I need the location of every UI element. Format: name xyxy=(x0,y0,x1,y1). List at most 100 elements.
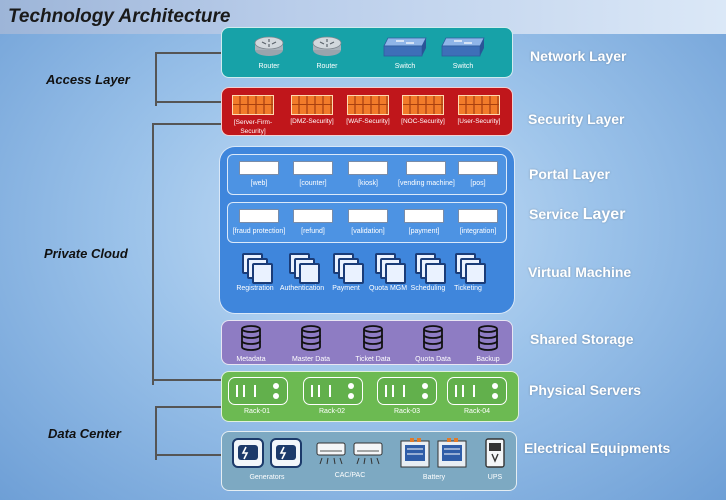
security-item-label: [NOC-Security] xyxy=(401,118,445,125)
vm-layer-label: Virtual Machine xyxy=(528,264,632,280)
cac-pac-label: CAC/PAC xyxy=(334,472,366,479)
firewall-icon xyxy=(347,95,389,115)
firewall-dmz: [DMZ-Security] xyxy=(286,95,338,125)
service-payment: [payment] xyxy=(400,209,448,235)
storage-master-data: Master Data xyxy=(286,325,336,363)
router-icon xyxy=(312,36,342,56)
battery: Battery xyxy=(396,437,472,481)
generators: Generators xyxy=(228,437,306,481)
vm-scheduling: Scheduling xyxy=(406,251,450,292)
virtual-machine-icon xyxy=(453,251,486,284)
portal-box-icon xyxy=(348,161,388,175)
physical-servers-panel: Rack-01 Rack-02 Rack-03 Rack-04 xyxy=(221,371,519,422)
security-item-label: [WAF-Security] xyxy=(346,118,390,125)
network-layer-label: Network Layer xyxy=(530,48,627,64)
router-2-label: Router xyxy=(316,63,338,70)
router-1-label: Router xyxy=(258,63,280,70)
server-led-icon xyxy=(273,393,279,399)
service-box-icon xyxy=(239,209,279,223)
vm-registration: Registration xyxy=(232,251,278,292)
service-item-label: [validation] xyxy=(351,228,385,235)
portal-item-label: [kiosk] xyxy=(358,180,378,187)
page-title: Technology Architecture xyxy=(8,6,231,27)
service-item-label: [payment] xyxy=(408,228,440,235)
storage-item-label: Ticket Data xyxy=(355,356,391,363)
security-layer-label: Security Layer xyxy=(528,111,625,127)
firewall-icon xyxy=(402,95,444,115)
firewall-server-firm: [Server-Firm-Security] xyxy=(225,95,281,136)
firewall-icon xyxy=(458,95,500,115)
rack-03-label: Rack-03 xyxy=(394,408,421,415)
database-icon xyxy=(301,325,321,351)
service-item-label: [refund] xyxy=(301,228,325,235)
portal-pos: [pos] xyxy=(456,161,500,187)
service-layer-label-word2: Layer xyxy=(582,206,626,223)
storage-item-label: Metadata xyxy=(236,356,266,363)
private-cloud-panel: [web] [counter] [kiosk] [vending machine… xyxy=(219,146,515,314)
database-icon xyxy=(478,325,498,351)
switch-2: Switch xyxy=(438,36,488,70)
service-layer-panel: [fraud protection] [refund] [validation]… xyxy=(227,202,507,243)
router-1: Router xyxy=(248,34,290,70)
switch-icon xyxy=(383,37,427,57)
security-item-label: [User-Security] xyxy=(457,118,501,125)
switch-2-label: Switch xyxy=(452,63,474,70)
portal-kiosk: [kiosk] xyxy=(346,161,390,187)
service-box-icon xyxy=(458,209,498,223)
storage-quota-data: Quota Data xyxy=(408,325,458,363)
server-bars-icon xyxy=(236,385,256,397)
portal-box-icon xyxy=(293,161,333,175)
shared-storage-panel: Metadata Master Data Ticket Data Quota D… xyxy=(221,320,513,365)
portal-box-icon xyxy=(239,161,279,175)
portal-counter: [counter] xyxy=(291,161,335,187)
virtual-machine-icon xyxy=(331,251,364,284)
bracket-private-cloud xyxy=(152,123,154,385)
server-led-icon xyxy=(422,393,428,399)
firewall-icon xyxy=(291,95,333,115)
server-led-icon xyxy=(492,393,498,399)
firewall-noc: [NOC-Security] xyxy=(396,95,450,125)
vm-item-label: Payment xyxy=(332,285,360,292)
server-led-icon xyxy=(273,383,279,389)
server-led-icon xyxy=(348,393,354,399)
generators-label: Generators xyxy=(249,474,285,481)
service-item-label: [fraud protection] xyxy=(232,228,286,235)
database-icon xyxy=(423,325,443,351)
service-item-label: [integration] xyxy=(459,228,497,235)
portal-web: [web] xyxy=(237,161,281,187)
bracket-access-layer xyxy=(155,52,157,106)
rack-01-label: Rack-01 xyxy=(244,408,271,415)
air-conditioner-icon xyxy=(316,442,383,465)
storage-item-label: Quota Data xyxy=(415,356,451,363)
server-led-icon xyxy=(492,383,498,389)
rack-04-label: Rack-04 xyxy=(464,408,491,415)
portal-vending-machine: [vending machine] xyxy=(398,161,455,187)
vm-ticketing: Ticketing xyxy=(446,251,490,292)
shared-storage-label: Shared Storage xyxy=(530,331,634,347)
electrical-label: Electrical Equipments xyxy=(524,440,671,456)
portal-item-label: [web] xyxy=(250,180,268,187)
electrical-panel: Generators CAC/PAC Battery xyxy=(221,431,517,491)
connector-dc-top xyxy=(155,406,223,408)
portal-layer-panel: [web] [counter] [kiosk] [vending machine… xyxy=(227,154,507,195)
virtual-machine-icon xyxy=(287,251,320,284)
storage-backup: Backup xyxy=(466,325,510,363)
server-bars-icon xyxy=(455,385,475,397)
virtual-machine-icon xyxy=(373,251,406,284)
firewall-user: [User-Security] xyxy=(451,95,507,125)
connector-cloud-top xyxy=(152,123,224,125)
bracket-data-center xyxy=(155,406,157,460)
rack-03 xyxy=(377,377,437,405)
rack-04 xyxy=(447,377,507,405)
physical-servers-label: Physical Servers xyxy=(529,382,642,398)
portal-item-label: [pos] xyxy=(470,180,486,187)
cac-pac: CAC/PAC xyxy=(314,439,386,479)
battery-label: Battery xyxy=(422,474,446,481)
ups-label: UPS xyxy=(487,474,503,481)
server-led-icon xyxy=(422,383,428,389)
virtual-machine-icon xyxy=(240,251,273,284)
connector-access-top xyxy=(155,52,223,54)
storage-metadata: Metadata xyxy=(228,325,274,363)
service-box-icon xyxy=(348,209,388,223)
service-layer-label-word1: Service xyxy=(529,206,579,222)
